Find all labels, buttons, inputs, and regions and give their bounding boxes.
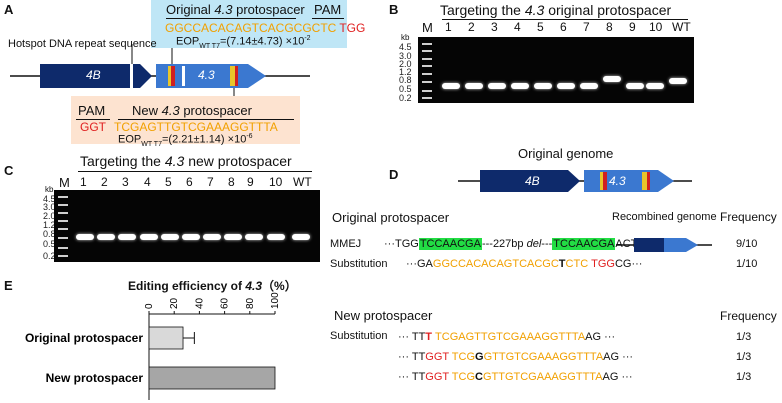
gene-43-d: 4.3 <box>609 174 626 188</box>
bar <box>148 326 184 350</box>
gene-43-a: 4.3 <box>198 68 215 82</box>
new-pam-label: PAM <box>78 103 106 118</box>
gel-c-lane-labels: M 1 2 3 4 5 6 7 8 9 10 WT <box>59 175 312 190</box>
recombined-genome-arrow <box>616 238 712 252</box>
mmej-label: MMEJ <box>330 238 362 250</box>
original-protospacer-title: Original 4.3 protospacer <box>166 2 305 17</box>
new-protospacer-box <box>71 96 300 144</box>
x-tick-label: 20 <box>169 297 180 309</box>
gene-4b-a: 4B <box>86 68 101 82</box>
category-label: New protospacer <box>46 371 144 385</box>
gel-b-lane-labels: M 1 2 3 4 5 6 7 8 9 10 WT <box>422 20 691 35</box>
gel-b-title: Targeting the 4.3 original protospacer <box>440 2 672 18</box>
frequency-header-2: Frequency <box>720 309 777 323</box>
new-substitution-seq-2: ··· TTGGT TCGGGTTGTCGAAAGGTTTAAG ··· <box>398 351 634 363</box>
x-tick-label: 60 <box>220 297 231 309</box>
x-tick-label: 100 <box>270 292 281 309</box>
orig-substitution-frequency: 1/10 <box>736 258 758 270</box>
category-label: Original protospacer <box>25 331 143 345</box>
mmej-seq: ···TGGTCCAACGA---227bp del---TCCAACGAACT <box>384 238 638 250</box>
original-genome-title: Original genome <box>518 146 614 161</box>
substitution-label-2: Substitution <box>330 330 388 342</box>
gene-4b-d: 4B <box>525 174 540 188</box>
new-substitution-seq-3: ··· TTGGT TCGCGTTGTCGAAAGGTTTAAG ··· <box>398 371 633 383</box>
new-substitution-frequency-2: 1/3 <box>736 351 752 363</box>
hotspot-label: Hotspot DNA repeat sequence <box>8 38 157 50</box>
panel-label-a: A <box>4 2 14 17</box>
panel-label-e: E <box>4 278 13 293</box>
new-substitution-frequency-1: 1/3 <box>736 331 752 343</box>
substitution-label-1: Substitution <box>330 258 388 270</box>
gel-c-image <box>54 190 320 262</box>
frequency-header-1: Frequency <box>720 210 777 224</box>
original-protospacer-box <box>151 0 347 48</box>
chart-title: Editing efficiency of 4.3（%） <box>128 279 297 293</box>
orig-pam-label: PAM <box>314 2 342 17</box>
gel-b-kb: kb <box>401 33 410 42</box>
original-protospacer-heading: Original protospacer <box>332 210 450 225</box>
x-tick-label: 40 <box>194 297 205 309</box>
recombined-genome-label: Recombined genome <box>612 211 717 223</box>
gel-c-kb: kb <box>45 185 54 194</box>
new-eop: EOPWT T7=(2.21±1.14) ×10-6 <box>118 133 253 148</box>
mmej-frequency: 9/10 <box>736 238 758 250</box>
gel-c-title: Targeting the 4.3 new protospacer <box>80 153 292 169</box>
new-protospacer-heading: New protospacer <box>334 308 433 323</box>
gel-b-image <box>418 37 694 103</box>
genome-diagram-a <box>10 44 310 96</box>
x-tick-label: 80 <box>245 297 256 309</box>
x-tick-label: 0 <box>144 303 155 309</box>
panel-label-c: C <box>4 163 14 178</box>
new-substitution-frequency-3: 1/3 <box>736 371 752 383</box>
orig-eop: EOPWT T7=(7.14±4.73) ×10-2 <box>176 35 311 50</box>
panel-label-b: B <box>389 2 399 17</box>
bar <box>148 366 276 390</box>
new-protospacer-title: New 4.3 protospacer <box>132 103 252 118</box>
genome-diagram-d <box>458 170 692 192</box>
panel-label-d: D <box>389 167 399 182</box>
